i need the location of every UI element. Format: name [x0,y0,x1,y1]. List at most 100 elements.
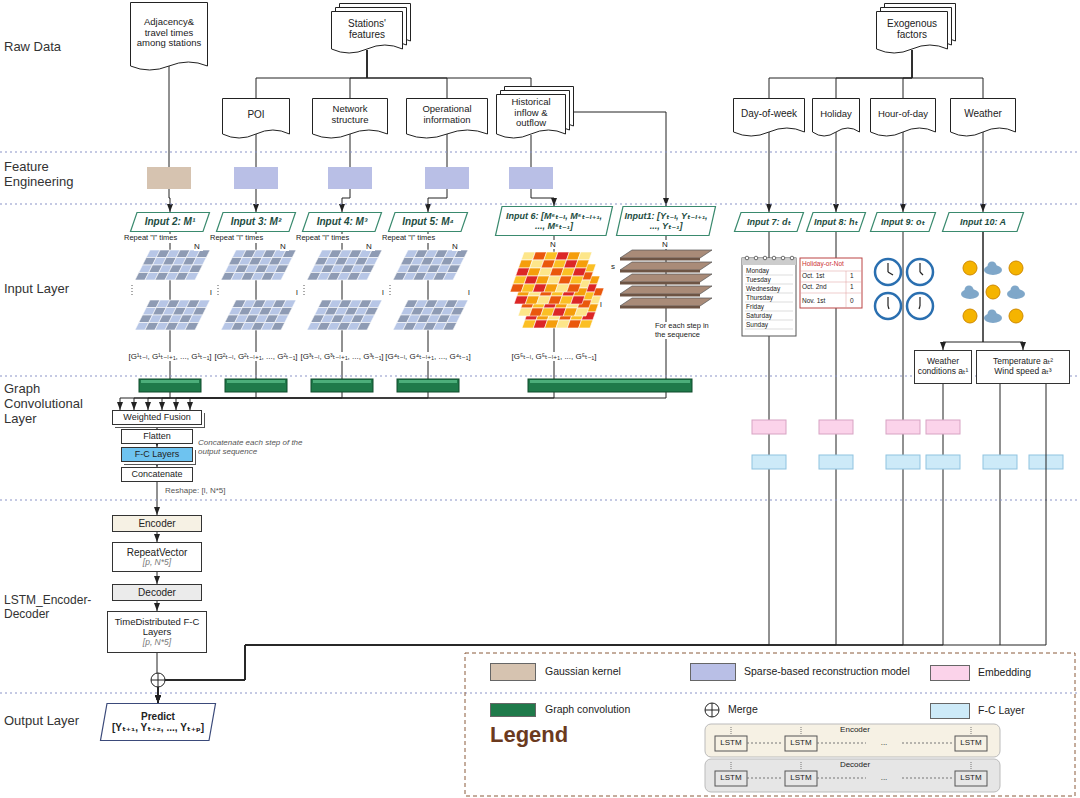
document-outline [734,99,805,137]
annotation-label: Holiday-or-Not [802,260,860,267]
node-body: Day-of-week [733,98,805,138]
annotation-label: LSTM [955,738,987,747]
clock-hand [888,306,889,309]
connector [983,232,1023,350]
node-body: Decoder [113,585,201,600]
legend-text: Decoder [832,760,878,769]
lstm-input [731,727,732,735]
clock-hand [887,263,888,272]
node-text: [p, N*5] [143,558,171,568]
annotation-label: Repeat "l" times [382,234,450,243]
clock-icon [875,259,901,285]
parallelogram-outline [131,213,210,232]
node-body: Encoder [113,516,201,531]
node-body: Weather conditions aₜ¹ [915,351,971,383]
node-body: Exogenous factors [876,3,956,55]
node-text: Encoder [138,518,175,529]
annotation-label: s [611,262,618,271]
connector [983,132,984,212]
cloud-icon [965,286,974,295]
annotation-label: LSTM [955,773,987,782]
fc-layer-box [983,455,1017,469]
node-body: Input 5: M⁴ [388,212,468,232]
station-grid [368,300,382,308]
connector [158,384,943,703]
annotation-label: 1 [850,272,859,279]
heatmap-grid [569,276,583,284]
legend-swatch [930,703,970,719]
station-grid [196,300,210,308]
node-body: TimeDistributed F-C Layers[p, N*5] [108,612,206,652]
layer-label: Graph Convolutional Layer [4,382,104,427]
lstm-input [801,727,802,735]
annotation-label: Wednesday [746,285,792,292]
node-body: Flatten [122,430,192,443]
repeat-mark [390,285,391,296]
annotation-label: l [600,300,607,309]
connector [158,232,903,703]
legend-swatch [490,663,536,681]
document-outline [871,99,936,137]
node-body: F-C Layers [122,448,192,461]
annotation-label: N [452,242,461,251]
parallelogram-outline [735,213,804,232]
node-text: Holiday [820,109,852,120]
annotation-label: [G⁵ₜ₋ₗ, G⁵ₜ₋ₗ₊₁, ..., G⁵ₜ₋₁] [511,352,597,361]
station-grid [357,323,371,331]
node-body: Input 8: hₜ [806,212,866,232]
flow-slab-edge [620,282,700,285]
document-outline [951,99,1016,137]
repeat-mark [218,285,219,296]
heatmap-grid [571,296,585,304]
node-text: Wind speed aₜ³ [994,367,1051,377]
node-text: Historical inflow & outflow [500,97,562,129]
annotation-label: Monday [746,267,792,274]
connector [157,601,158,611]
document-shape: Historical inflow & outflow [496,86,574,140]
graph-convolution-box [528,379,692,392]
legend-text: Encoder [832,725,878,734]
annotation-label: LSTM [715,773,747,782]
embedding-box [926,420,960,434]
legend-swatch [690,663,736,681]
flow-slab [620,286,712,294]
input-parallelogram: Input 2: M¹ [130,212,210,232]
annotation-label: [G³ₜ₋ₗ, G³ₜ₋ₗ₊₁, ..., G³ₜ₋₁] [299,352,385,361]
lstm-cell [785,771,817,786]
calendar-row [745,329,793,330]
legend-text: F-C Layer [978,704,1025,716]
input-parallelogram: Predict[Yₜ₊₁, Yₜ₊₂, ..., Yₜ₊ₚ] [100,703,216,741]
station-grid [365,308,379,316]
node-body: Input 3: M² [216,212,296,232]
node-text: Input 8: hₜ [814,217,858,227]
annotation-label: Reshape: [l, N*5] [165,486,255,495]
clock-hand [919,297,920,306]
document-outline [813,99,860,137]
node-body: Input 10: A [942,212,1024,232]
node-text: Flatten [143,431,171,441]
clock-hand [920,272,923,275]
station-grid [185,323,199,331]
connector [176,236,554,410]
annotation-label: l [296,288,303,297]
parallelogram-outline [101,704,216,741]
document-outline [313,99,388,139]
station-grid [275,315,289,323]
process-box: Weather conditions aₜ¹ [914,350,972,384]
annotation-label: Concatenate each step of the output sequ… [198,438,310,456]
node-body: POI [222,98,290,140]
node-text: Exogenous factors [880,18,944,40]
connector [367,50,447,98]
graph-convolution-highlight [399,380,457,383]
annotation-label: Repeat "l" times [124,234,192,243]
input-parallelogram: Input 10: A [942,212,1024,232]
layer-separator [0,204,1080,205]
flow-slab [620,262,712,270]
annotation-label: N [280,242,289,251]
flow-slab-edge [620,294,700,297]
fc-layer-box [752,455,786,469]
station-grid [443,323,457,331]
annotation-label: Friday [746,303,792,310]
annotation-label: [G²ₜ₋ₗ, G²ₜ₋ₗ₊₁, ..., G²ₜ₋₁] [213,352,299,361]
annotation-label: Oct. 2nd [802,283,842,290]
